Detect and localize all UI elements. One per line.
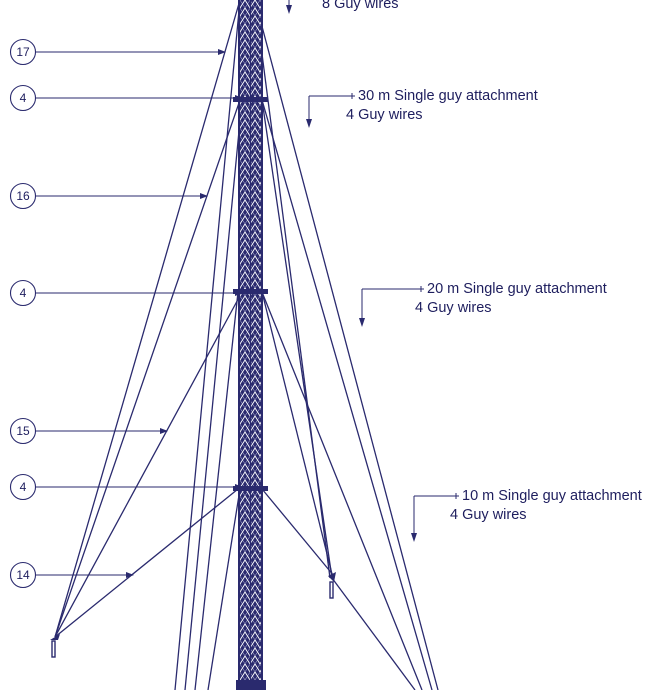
note-arrowhead (411, 533, 417, 542)
leader-arrowhead (126, 572, 134, 578)
guy-wire (261, 488, 335, 577)
guy-wire (261, 291, 423, 691)
guy-bracket (233, 97, 268, 102)
callout: 14 (9, 561, 134, 589)
guy-wire (331, 577, 416, 691)
attachment-note: 30 m Single guy attachment 4 Guy wires (306, 88, 538, 128)
callout-number: 14 (16, 568, 30, 582)
anchor-right-footing (329, 581, 334, 599)
callout-number: 4 (20, 286, 27, 300)
attachment-title: 30 m Single guy attachment (358, 88, 538, 104)
anchor-left-footing (51, 640, 56, 658)
guy-wire (261, 291, 334, 579)
callout: 4 (9, 279, 243, 307)
callouts: 17 4 16 4 15 4 14 (9, 38, 243, 589)
attachment-marker (453, 493, 459, 499)
callout: 16 (9, 182, 208, 210)
guy-bracket (233, 486, 268, 491)
anchor-right (328, 572, 336, 582)
callout: 4 (9, 473, 243, 501)
leader-arrowhead (218, 49, 226, 55)
guy-wire (54, 488, 239, 638)
guy-wire-count: 4 Guy wires (346, 107, 423, 123)
guy-wire (254, 0, 439, 691)
guy-wire-count: 4 Guy wires (415, 300, 492, 316)
guy-wire (54, 0, 241, 638)
anchors (50, 572, 336, 658)
attachment-note: 20 m Single guy attachment 4 Guy wires (359, 281, 607, 327)
attachment-marker (418, 286, 424, 292)
guy-wire (174, 0, 241, 691)
guy-wire (184, 99, 243, 691)
guy-wire (261, 99, 433, 691)
callout: 17 (9, 38, 226, 66)
callout-number: 4 (20, 91, 27, 105)
attachment-note: 10 m Single guy attachment 4 Guy wires (411, 488, 642, 542)
guy-bracket (233, 289, 268, 294)
leader-arrowhead (160, 428, 168, 434)
mast-base-plate (236, 680, 266, 690)
guy-wires (54, 0, 439, 691)
guy-wire-count: 8 Guy wires (322, 0, 399, 12)
callout: 15 (9, 417, 168, 445)
attachment-note: 8 Guy wires (286, 0, 399, 14)
anchor-left (50, 634, 60, 640)
note-arrowhead (359, 318, 365, 327)
guy-wire (207, 488, 241, 691)
guy-wire (194, 291, 239, 691)
callout-number: 15 (16, 424, 30, 438)
leader-arrowhead (200, 193, 208, 199)
callout-number: 17 (16, 45, 30, 59)
guy-wire (261, 99, 333, 579)
attachment-title: 20 m Single guy attachment (427, 281, 607, 297)
guy-wire (54, 291, 243, 638)
callout-number: 4 (20, 480, 27, 494)
note-arrowhead (306, 119, 312, 128)
guy-wire-count: 4 Guy wires (450, 507, 527, 523)
note-arrowhead (286, 5, 292, 14)
guy-wire (54, 99, 241, 638)
leader-arrowhead (235, 95, 243, 101)
leader-arrowhead (235, 290, 243, 296)
attachment-marker (349, 93, 355, 99)
annotations: 8 Guy wires 30 m Single guy attachment 4 G… (286, 0, 642, 542)
leader-arrowhead (235, 484, 243, 490)
callout: 4 (9, 84, 243, 112)
lattice-mast (233, 0, 268, 690)
attachment-title: 10 m Single guy attachment (462, 488, 642, 504)
callout-number: 16 (16, 189, 30, 203)
